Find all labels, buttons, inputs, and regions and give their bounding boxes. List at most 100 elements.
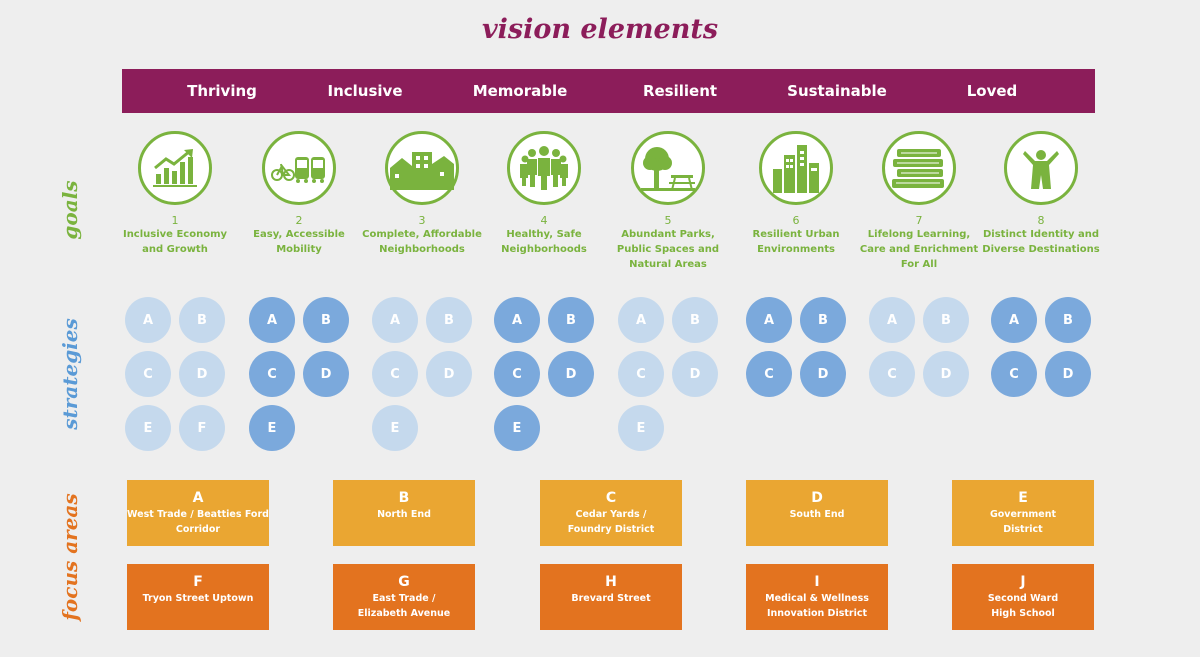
vision-element-memorable: Memorable (472, 82, 568, 100)
focus-area-name: South End (789, 509, 845, 520)
strategy-4e: E (494, 405, 540, 451)
goal-label: Distinct Identity and Diverse Destinatio… (982, 229, 1100, 255)
focus-area-letter: D (811, 490, 823, 506)
sculpture-icon (1004, 131, 1078, 205)
strategy-3d: D (426, 351, 472, 397)
strategy-1c: C (125, 351, 171, 397)
strategy-2c: C (249, 351, 295, 397)
vision-elements-bar: Thriving Inclusive Memorable Resilient S… (122, 69, 1095, 113)
focus-area-name: North End (377, 509, 431, 520)
focus-area-g: G East Trade / Elizabeth Avenue (333, 564, 475, 630)
focus-area-c: C Cedar Yards / Foundry District (540, 480, 682, 546)
vision-element-sustainable: Sustainable (787, 82, 887, 100)
focus-area-d: D South End (746, 480, 888, 546)
strategy-8d: D (1045, 351, 1091, 397)
strategy-4d: D (548, 351, 594, 397)
goal-number: 5 (664, 214, 672, 227)
strategy-3c: C (372, 351, 418, 397)
city-skyline-icon (759, 131, 833, 205)
tree-picnic-table-icon (631, 131, 705, 205)
strategy-7d: D (923, 351, 969, 397)
strategies-label: strategies (58, 318, 82, 430)
focus-area-letter: G (398, 574, 410, 590)
focus-area-name: Tryon Street Uptown (142, 593, 254, 604)
strategy-1b: B (179, 297, 225, 343)
focus-area-name: West Trade / Beatties Ford (127, 509, 269, 520)
focus-area-letter: E (1018, 490, 1028, 506)
focus-area-letter: B (398, 490, 410, 506)
strategy-6a: A (746, 297, 792, 343)
strategy-1a: A (125, 297, 171, 343)
goal-label: Easy, Accessible Mobility (253, 229, 345, 255)
focus-area-name: Foundry District (567, 524, 655, 535)
focus-area-letter: A (192, 490, 204, 506)
strategy-5a: A (618, 297, 664, 343)
strategy-1f: F (179, 405, 225, 451)
strategy-4c: C (494, 351, 540, 397)
strategy-8b: B (1045, 297, 1091, 343)
goal-number: 3 (418, 214, 426, 227)
strategy-4a: A (494, 297, 540, 343)
strategy-4b: B (548, 297, 594, 343)
goal-number: 2 (295, 214, 303, 227)
strategy-6c: C (746, 351, 792, 397)
focus-area-letter: H (605, 574, 617, 590)
strategy-2b: B (303, 297, 349, 343)
goal-number: 8 (1037, 214, 1045, 227)
goal-number: 1 (171, 214, 179, 227)
strategy-3b: B (426, 297, 472, 343)
strategy-7c: C (869, 351, 915, 397)
focus-area-name: Medical & Wellness (765, 593, 869, 604)
goal-label: Inclusive Economy and Growth (122, 229, 228, 255)
goal-number: 6 (792, 214, 800, 227)
focus-area-b: B North End (333, 480, 475, 546)
focus-area-letter: J (1020, 574, 1026, 590)
growth-chart-icon (138, 131, 212, 205)
vision-element-loved: Loved (966, 82, 1018, 100)
focus-area-letter: I (814, 574, 820, 590)
strategy-3e: E (372, 405, 418, 451)
focus-area-letter: C (605, 490, 617, 506)
page-title: vision elements (481, 14, 719, 45)
goal-label: Resilient Urban Environments (752, 229, 840, 255)
goal-label: Lifelong Learning, Care and Enrichment F… (859, 229, 979, 270)
strategy-5c: C (618, 351, 664, 397)
focus-area-name: Corridor (175, 524, 221, 535)
goal-label: Abundant Parks, Public Spaces and Natura… (616, 229, 720, 270)
focus-area-name: Innovation District (766, 608, 868, 619)
strategy-1e: E (125, 405, 171, 451)
strategy-6b: B (800, 297, 846, 343)
goal-label: Healthy, Safe Neighborhoods (501, 229, 587, 255)
strategy-2a: A (249, 297, 295, 343)
vision-element-inclusive: Inclusive (327, 82, 403, 100)
books-icon (882, 131, 956, 205)
focus-areas-label: focus areas (58, 493, 82, 621)
strategy-8a: A (991, 297, 1037, 343)
focus-area-name: East Trade / (372, 593, 436, 604)
vision-element-thriving: Thriving (187, 82, 257, 100)
strategy-1d: D (179, 351, 225, 397)
neighborhood-buildings-icon (385, 131, 459, 205)
goal-number: 7 (915, 214, 923, 227)
focus-area-name: Brevard Street (571, 593, 651, 604)
focus-area-h: H Brevard Street (540, 564, 682, 630)
strategy-8c: C (991, 351, 1037, 397)
people-group-icon (507, 131, 581, 205)
strategy-5e: E (618, 405, 664, 451)
strategy-2d: D (303, 351, 349, 397)
strategy-6d: D (800, 351, 846, 397)
strategy-2e: E (249, 405, 295, 451)
focus-area-name: Cedar Yards / (575, 509, 647, 520)
goal-label: Complete, Affordable Neighborhoods (362, 229, 482, 255)
strategy-5b: B (672, 297, 718, 343)
focus-area-name: Elizabeth Avenue (357, 608, 451, 619)
